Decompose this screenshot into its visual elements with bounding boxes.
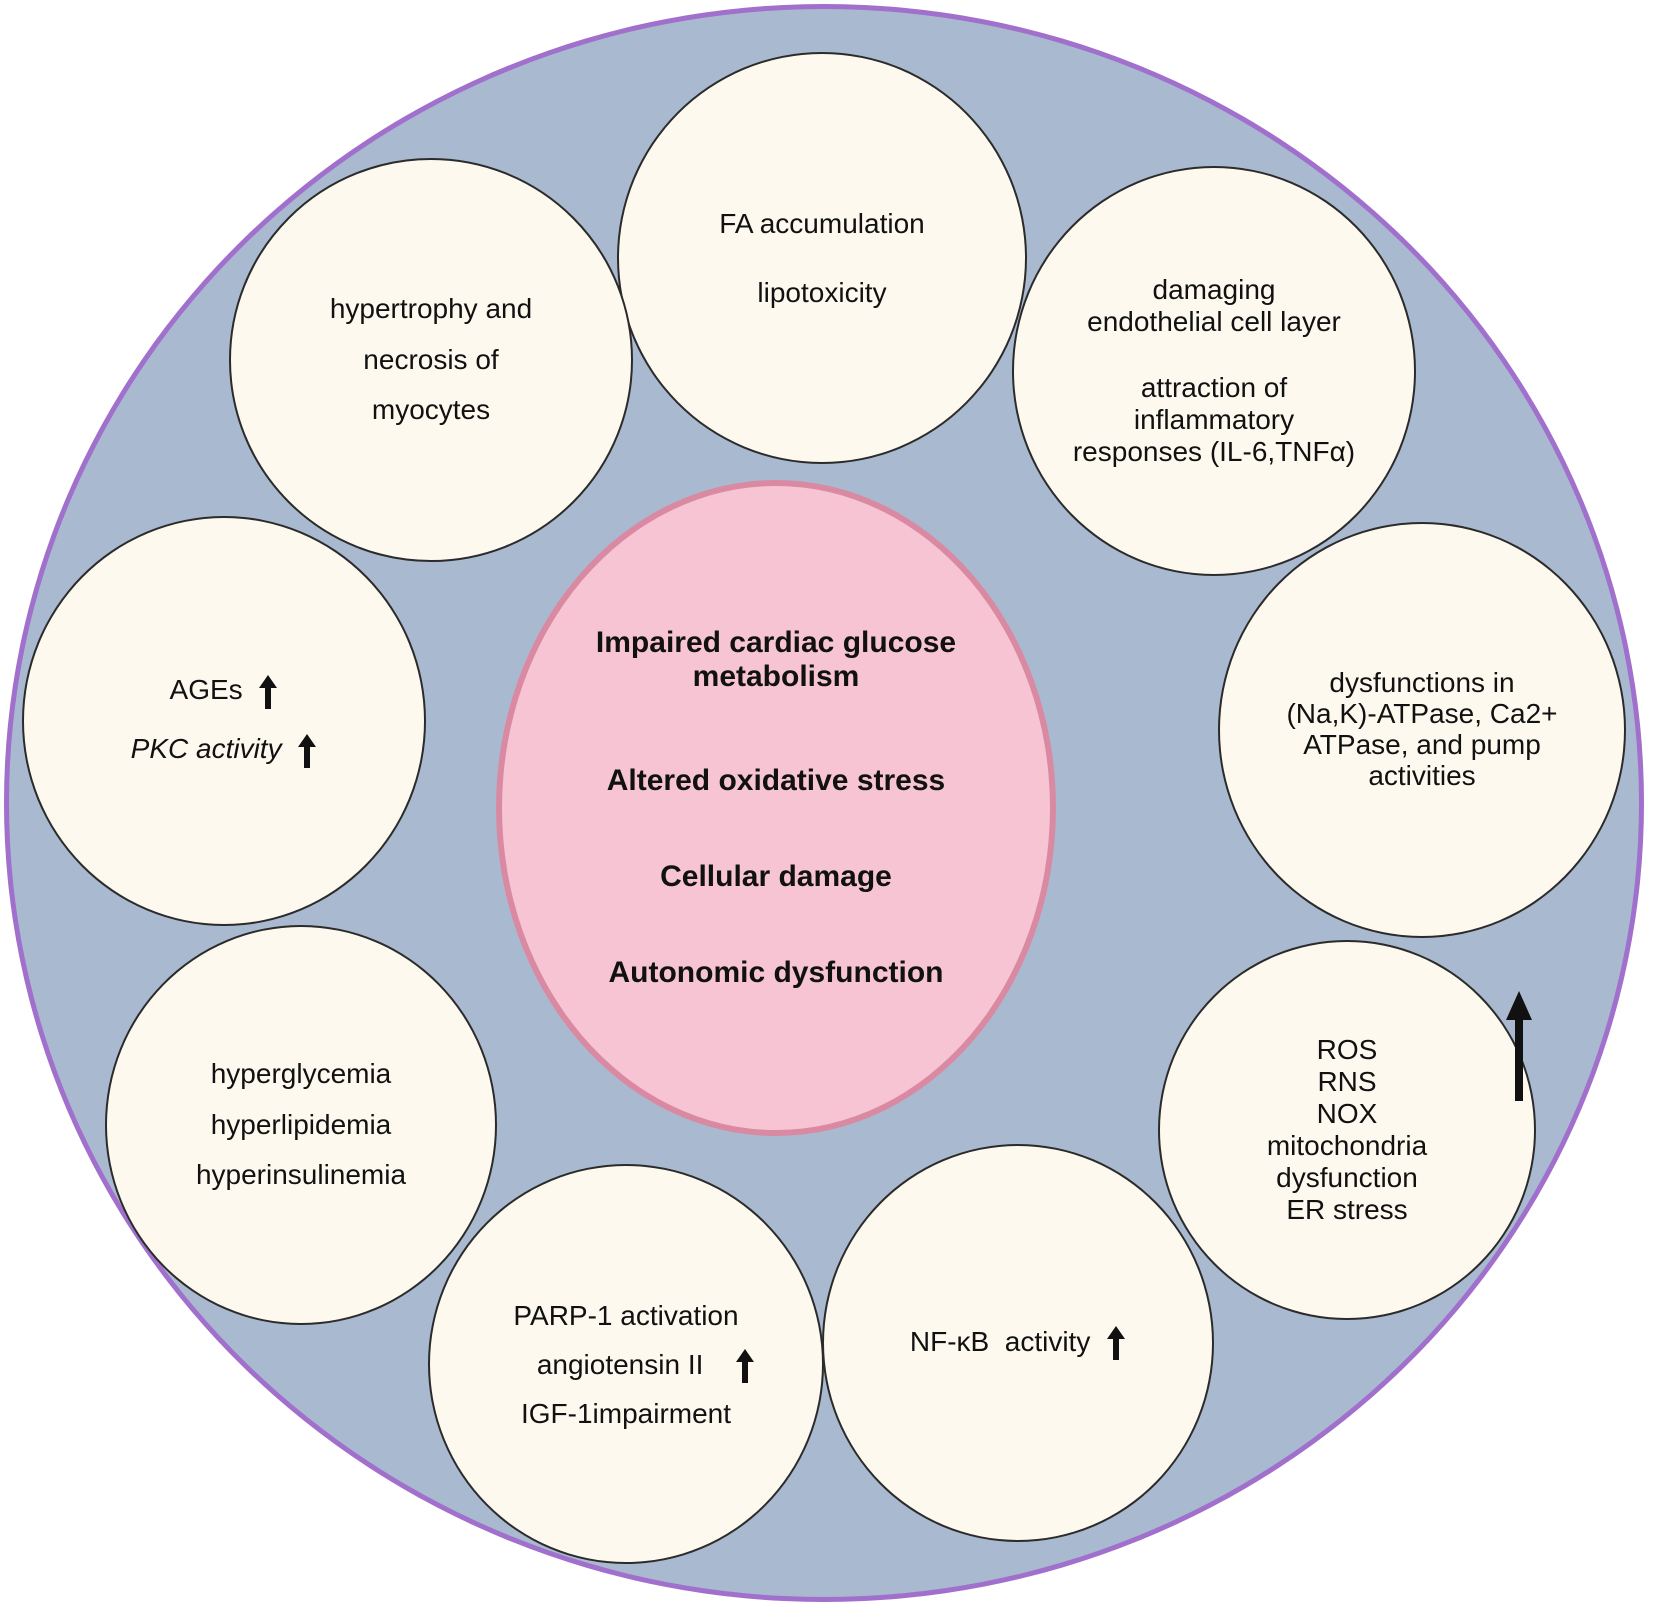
bubble-fa-accumulation: FA accumulation lipotoxicity	[617, 52, 1027, 464]
parp-line-1: PARP-1 activation	[513, 1299, 739, 1331]
endothelial-line-5: responses (IL-6,TNFα)	[1072, 436, 1356, 468]
up-arrow-icon	[297, 733, 317, 769]
ros-line-3: NOX	[1316, 1098, 1378, 1130]
bubble-nfkb: NF-κB activity	[822, 1144, 1214, 1542]
up-arrow-icon	[735, 1348, 755, 1384]
ros-line-4: mitochondria	[1266, 1130, 1428, 1161]
bubble-myocytes: hypertrophy and necrosis of myocytes	[229, 158, 633, 562]
parp-line-2: angiotensin II	[537, 1340, 755, 1389]
endothelial-line-2: endothelial cell layer	[1087, 305, 1341, 337]
fa-line-2: lipotoxicity	[757, 277, 887, 308]
atpase-line-2: (Na,K)-ATPase, Ca2+	[1286, 698, 1558, 730]
bubble-parp: PARP-1 activation angiotensin II IGF-1im…	[428, 1164, 824, 1564]
fa-line-1: FA accumulation	[719, 207, 925, 239]
up-arrow-icon	[258, 674, 278, 710]
center-circle: Impaired cardiac glucose metabolism Alte…	[496, 480, 1056, 1136]
pkc-label: PKC activity	[130, 733, 282, 764]
bubble-ages-pkc: AGEs PKC activity	[22, 516, 426, 926]
up-arrow-icon	[1106, 1325, 1126, 1361]
center-line-4: Autonomic dysfunction	[608, 956, 944, 989]
ros-line-1: ROS	[1316, 1034, 1378, 1066]
pkc-line: PKC activity	[131, 732, 318, 769]
center-line-2: Altered oxidative stress	[606, 764, 946, 797]
atpase-line-1: dysfunctions in	[1329, 667, 1515, 699]
myocytes-line-2: necrosis of	[363, 343, 499, 375]
hyper-line-3: hyperinsulinemia	[195, 1159, 407, 1191]
bubble-endothelial: damaging endothelial cell layer attracti…	[1012, 166, 1416, 576]
endothelial-line-4: inflammatory	[1133, 404, 1295, 436]
atpase-line-4: activities	[1368, 759, 1476, 791]
bubble-hyper: hyperglycemia hyperlipidemia hyperinsuli…	[105, 925, 497, 1325]
nfkb-line: NF-κB activity	[910, 1325, 1126, 1362]
ros-line-5: dysfunction	[1276, 1161, 1418, 1193]
parp-line-2-label: angiotensin II	[536, 1348, 704, 1380]
bubble-ros: ROS RNS NOX mitochondria dysfunction ER …	[1158, 940, 1536, 1320]
ages-label: AGEs	[169, 674, 243, 706]
parp-line-3: IGF-1impairment	[520, 1397, 732, 1429]
bubble-atpase: dysfunctions in (Na,K)-ATPase, Ca2+ ATPa…	[1218, 522, 1626, 938]
nfkb-label: NF-κB activity	[909, 1325, 1091, 1357]
center-line-1: Impaired cardiac glucose metabolism	[595, 626, 957, 693]
center-line-3: Cellular damage	[660, 860, 892, 893]
ages-line: AGEs	[170, 673, 279, 710]
endothelial-line-1: damaging	[1152, 273, 1276, 305]
ros-line-6: ER stress	[1286, 1193, 1408, 1225]
ros-line-2: RNS	[1317, 1066, 1377, 1098]
endothelial-line-3: attraction of	[1140, 371, 1288, 403]
up-arrow-icon	[1505, 990, 1533, 1102]
atpase-line-3: ATPase, and pump	[1303, 729, 1541, 760]
hyper-line-2: hyperlipidemia	[210, 1108, 392, 1140]
hyper-line-1: hyperglycemia	[210, 1058, 392, 1090]
myocytes-line-1: hypertrophy and	[329, 293, 533, 325]
myocytes-line-3: myocytes	[371, 394, 491, 426]
